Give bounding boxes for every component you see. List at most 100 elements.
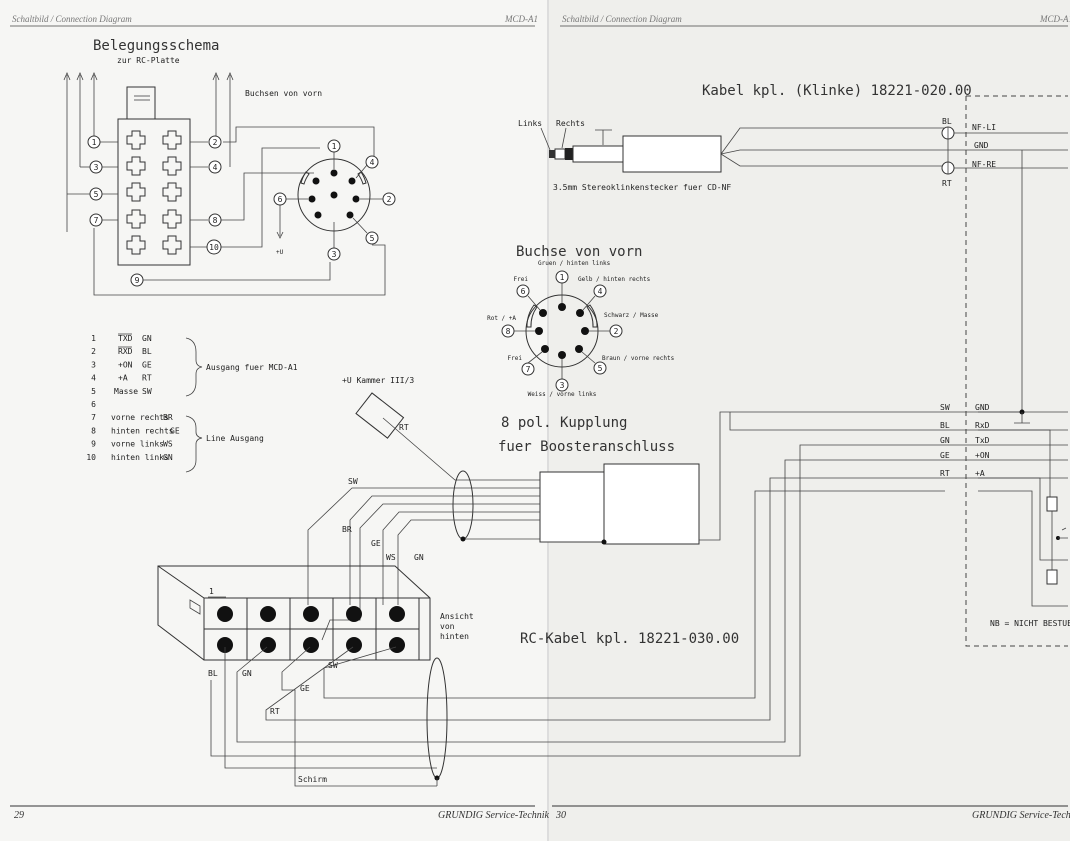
socket-pin-top-label: Gruen / hinten links [538, 260, 611, 267]
din-pin-3-label: 3 [332, 250, 337, 259]
wire-rt-bottom: RT [270, 707, 280, 716]
rc-pin-4-label: 4 [213, 163, 218, 172]
assignment-title: Belegungsschema [93, 38, 219, 54]
din-pin-2 [382, 192, 396, 206]
socket-pin-num: 3 [560, 381, 565, 390]
pin-table-num: 7 [91, 413, 96, 422]
stereo-jack-plug [540, 127, 945, 173]
pin-table-num: 1 [91, 334, 96, 343]
rc-pin-3-label: 3 [94, 163, 99, 172]
rc-pin-4 [208, 160, 222, 174]
right-bus-components [978, 150, 1068, 607]
rear-contact-top-5 [389, 606, 405, 622]
wire-sw-bottom: SW [328, 661, 338, 670]
socket-pin-num: 5 [598, 364, 603, 373]
wire-ge-bottom: GE [300, 684, 310, 693]
socket-pin-5 [593, 361, 607, 375]
rc-connector-block [117, 118, 191, 266]
connector-cell-right-1 [162, 130, 182, 150]
bus-signal: GND [975, 403, 990, 412]
bus-signal: +A [975, 469, 985, 478]
pin-table-color: BL [142, 347, 152, 356]
din-pin-3 [327, 247, 341, 261]
rc-pin-1 [87, 135, 101, 149]
din-socket-front [276, 150, 383, 249]
pin-table-color: GE [142, 360, 152, 369]
socket-pin-num: 4 [598, 287, 603, 296]
socket-pin-label: Weiss / vorne links [528, 391, 597, 398]
wire-bl-bottom: BL [208, 669, 218, 678]
pin-table-name: hinten links [111, 453, 169, 462]
wire-ws-top: WS [386, 553, 396, 562]
rear-pin-one-label: 1 [209, 587, 214, 596]
pin-table-name: vorne links [111, 440, 164, 449]
pin-table-color: GN [142, 334, 152, 343]
signal-nf-re: NF-RE [972, 160, 996, 169]
bus-color: RT [940, 469, 950, 478]
din-pin-1 [327, 139, 341, 153]
pin-table-num: 4 [91, 374, 96, 383]
jack-plug-caption: 3.5mm Stereoklinkenstecker fuer CD-NF [553, 183, 731, 192]
pin-table-name: +ON [118, 360, 133, 369]
rear-cell-bottom-5 [375, 628, 420, 661]
pin-table-num: 10 [86, 453, 96, 462]
din-pin-5-label: 5 [370, 234, 375, 243]
rc-cable-title: RC-Kabel kpl. 18221-030.00 [520, 631, 739, 647]
header-left-model: MCD-A1 [504, 14, 538, 24]
socket-pin-3 [555, 378, 569, 392]
rc-pin-9 [130, 273, 144, 287]
socket-pin-num: 7 [526, 365, 531, 374]
rear-contact-top-2 [260, 606, 276, 622]
bus-color: SW [940, 403, 950, 412]
pin-table-color: SW [142, 387, 152, 396]
pin-table-name: RXD [118, 347, 133, 356]
pin-table-color: GE [170, 426, 180, 435]
chamber-rt-label: RT [399, 423, 409, 432]
up-arrows [63, 71, 234, 232]
socket-pin-label: Frei [508, 355, 523, 362]
output-brace [185, 337, 203, 397]
board-outline [965, 95, 1068, 647]
wire-ge-top: GE [371, 539, 381, 548]
footer-left-number: 29 [14, 810, 24, 821]
footer-right-brand: GRUNDIG Service-Technik [972, 810, 1070, 821]
footer-right-number: 30 [555, 810, 566, 821]
pin-table-name: vorne rechts [111, 413, 169, 422]
din-pin-6-label: 6 [278, 195, 283, 204]
output-group-label: Ausgang fuer MCD-A1 [206, 363, 298, 372]
jack-right-label: Rechts [556, 119, 585, 128]
pin-table-num: 5 [91, 387, 96, 396]
jack-bl-label: BL [942, 117, 952, 126]
connector-cells [126, 130, 182, 255]
line-brace [185, 415, 203, 473]
socket-pin-label: Braun / vorne rechts [602, 355, 675, 362]
rear-bottom-wires [210, 412, 945, 787]
connector-cell-left-1 [126, 130, 146, 150]
pin-table-name: hinten rechts [111, 426, 174, 435]
rear-view-label-1: Ansicht [440, 612, 474, 621]
pin-table-num: 8 [91, 426, 96, 435]
rc-pin-8 [208, 213, 222, 227]
pin-table-num: 9 [91, 440, 96, 449]
header-right-title: Schaltbild / Connection Diagram [562, 14, 682, 24]
bus-signal: +ON [975, 451, 990, 460]
left-pin-wires [67, 126, 386, 296]
header-left-title: Schaltbild / Connection Diagram [12, 14, 132, 24]
socket-pin-label: Rot / +A [487, 315, 516, 322]
socket-pin-4 [593, 284, 607, 298]
assignment-subtitle: zur RC-Platte [117, 56, 180, 65]
wire-gn-top: GN [414, 553, 424, 562]
din-pin-2-label: 2 [387, 195, 392, 204]
connector-cell-left-2 [126, 156, 146, 176]
pin-table-num: 6 [91, 400, 96, 409]
bus-color: GN [940, 436, 950, 445]
din-pin-6 [273, 192, 287, 206]
signal-nf-li: NF-LI [972, 123, 996, 132]
wire-gn-bottom: GN [242, 669, 252, 678]
shield-label: Schirm [298, 775, 327, 784]
socket-pin-num: 8 [506, 327, 511, 336]
rc-pin-5-label: 5 [94, 190, 99, 199]
din-pin-4-label: 4 [370, 158, 375, 167]
